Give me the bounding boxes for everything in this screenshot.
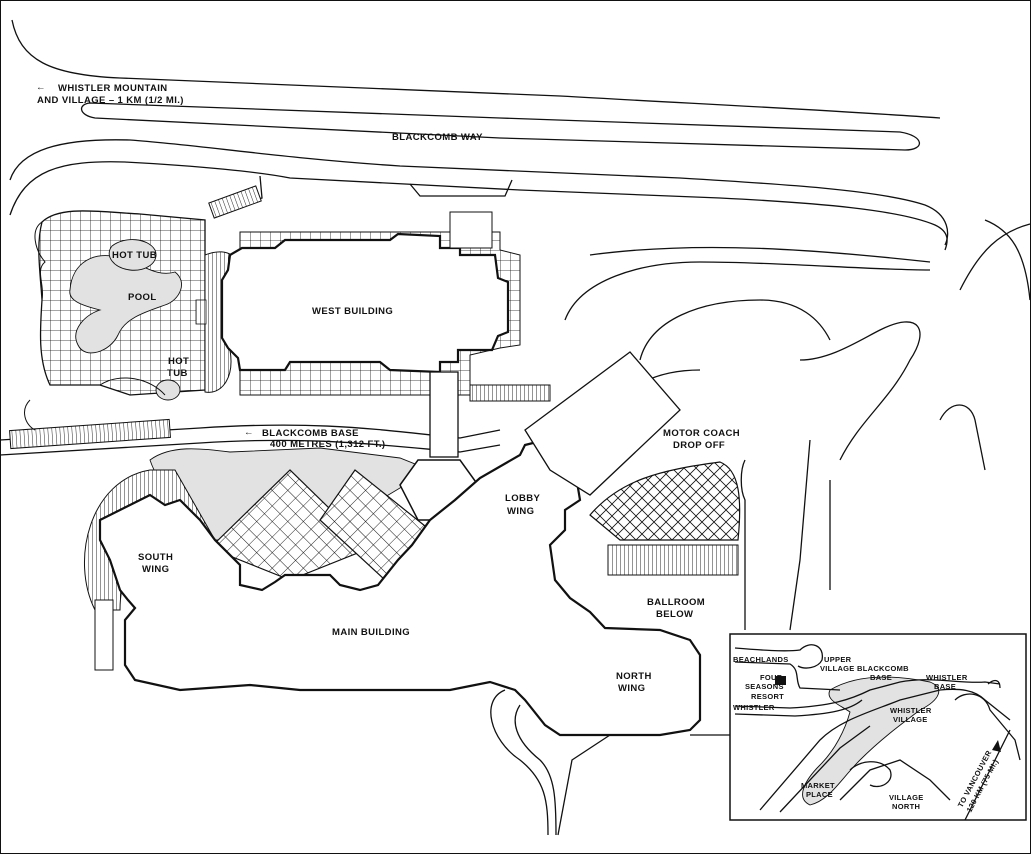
arrow-whistler: ← [36,82,46,93]
label-hot-tub-bottom-1: HOT [168,356,189,367]
inset-label-upper-village-2: VILLAGE [820,664,855,673]
inset-label-blackcomb-base-1: BLACKCOMB [857,664,909,673]
west-building [220,232,510,374]
walkway-stairs-north [208,185,262,219]
main-building [98,438,702,737]
label-blackcomb-base-1: BLACKCOMB BASE [262,428,359,439]
inset-label-whistler-village-2: VILLAGE [893,715,928,724]
lobby-tower [524,351,681,496]
label-lobby-wing-1: LOBBY [505,493,541,504]
north-entry-box [449,211,493,249]
hot-tub-top [108,239,157,271]
west-building-steps [195,299,207,325]
inset-label-whistler-base-1: WHISTLER [926,673,968,682]
inset-label-upper-village-1: UPPER [824,655,852,664]
inset-map: BEACHLANDS UPPER VILLAGE BLACKCOMB BASE … [729,633,1027,821]
inset-village-area [802,676,940,806]
inset-label-four-seasons-4: WHISTLER [733,703,775,712]
label-motor-coach-1: MOTOR COACH [663,428,740,439]
label-ballroom-2: BELOW [656,609,693,620]
inset-label-beachlands: BEACHLANDS [733,655,789,664]
inset-label-blackcomb-base-2: BASE [870,673,892,682]
label-hot-tub-top: HOT TUB [112,250,157,261]
motor-coach-plaza [589,461,741,541]
south-side-steps [94,599,114,671]
label-west-building: WEST BUILDING [312,306,393,317]
label-lobby-wing-2: WING [507,506,534,517]
label-north-wing-2: WING [618,683,645,694]
ballroom [607,544,739,576]
arrow-to-vancouver-icon [992,740,1001,752]
label-ballroom-1: BALLROOM [647,597,705,608]
label-pool: POOL [128,292,157,303]
label-south-wing-2: WING [142,564,169,575]
landscaping-left [24,221,166,431]
inset-label-four-seasons-3: RESORT [751,692,784,701]
label-whistler-mountain-1: WHISTLER MOUNTAIN [58,83,168,94]
inset-label-village-north-1: VILLAGE [889,793,924,802]
label-blackcomb-way: BLACKCOMB WAY [392,132,483,143]
map-labels: ← WHISTLER MOUNTAIN AND VILLAGE – 1 KM (… [36,82,740,694]
label-main-building: MAIN BUILDING [332,627,410,638]
four-seasons-marker [775,676,786,685]
inset-label-four-seasons-1: FOUR [760,673,783,682]
walkway-stairs-left [9,418,171,450]
walkway-stairs-east [469,384,551,402]
label-motor-coach-2: DROP OFF [673,440,725,451]
arrow-blackcomb: ← [244,427,254,438]
inset-label-whistler-base-2: BASE [934,682,956,691]
inset-label-market-place-2: PLACE [806,790,833,799]
label-north-wing-1: NORTH [616,671,652,682]
label-blackcomb-base-2: 400 METRES (1,312 FT.) [270,439,385,450]
label-whistler-mountain-2: AND VILLAGE – 1 KM (1/2 MI.) [37,95,184,106]
connector-corridor [429,371,459,458]
inset-label-four-seasons-2: SEASONS [745,682,784,691]
inset-label-market-place-1: MARKET [801,781,835,790]
hot-tub-bottom [155,379,181,401]
label-south-wing-1: SOUTH [138,552,173,563]
inset-label-village-north-2: NORTH [892,802,920,811]
inset-label-whistler-village-1: WHISTLER [890,706,932,715]
label-hot-tub-bottom-2: TUB [167,368,188,379]
